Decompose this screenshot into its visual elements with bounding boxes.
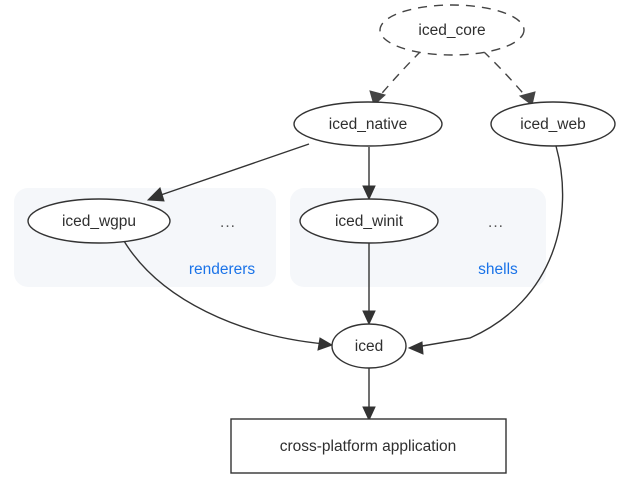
edge-iced-web-to-iced-arrowhead bbox=[407, 341, 424, 355]
node-iced-wgpu[interactable]: iced_wgpu bbox=[27, 198, 171, 244]
node-iced-core-shape[interactable] bbox=[379, 4, 525, 56]
node-iced-core-label: iced_core bbox=[418, 22, 485, 39]
edge-iced-native-to-iced-wgpu bbox=[146, 143, 310, 202]
edge-iced-core-to-iced-web-line bbox=[482, 50, 529, 100]
node-iced-winit[interactable]: iced_winit bbox=[299, 198, 439, 244]
edge-iced-core-to-iced-native bbox=[369, 50, 422, 106]
node-iced-native[interactable]: iced_native bbox=[293, 101, 443, 147]
node-iced-core[interactable]: iced_core bbox=[379, 4, 525, 56]
renderers-more-ellipsis: ... bbox=[220, 214, 236, 231]
edge-iced-native-to-iced-wgpu-arrowhead bbox=[146, 187, 165, 202]
node-iced-winit-shape[interactable] bbox=[299, 198, 439, 244]
node-cross-platform-application[interactable]: cross-platform application bbox=[230, 418, 507, 474]
node-iced-shape[interactable] bbox=[331, 323, 407, 369]
edge-iced-core-to-iced-web bbox=[482, 50, 536, 106]
edge-iced-wgpu-to-iced bbox=[123, 240, 334, 351]
node-iced-native-label: iced_native bbox=[329, 116, 407, 133]
cluster-shells-label: shells bbox=[478, 261, 518, 278]
edge-iced-winit-to-iced bbox=[362, 243, 376, 326]
node-iced-label: iced bbox=[355, 338, 383, 355]
edge-iced-winit-to-iced-arrowhead bbox=[362, 310, 376, 326]
shells-more-ellipsis: ... bbox=[488, 214, 504, 231]
edge-iced-to-application-arrowhead bbox=[362, 406, 376, 422]
cluster-renderers-label: renderers bbox=[189, 261, 256, 278]
edge-iced-web-to-iced bbox=[407, 145, 564, 355]
edge-iced-wgpu-to-iced-line bbox=[123, 240, 326, 345]
node-iced-wgpu-label: iced_wgpu bbox=[62, 213, 136, 230]
node-iced-native-shape[interactable] bbox=[293, 101, 443, 147]
edge-iced-native-to-iced-winit bbox=[362, 147, 376, 201]
edge-iced-wgpu-to-iced-arrowhead bbox=[317, 337, 334, 351]
edge-iced-to-application bbox=[362, 368, 376, 422]
edge-iced-core-to-iced-native-line bbox=[376, 50, 422, 100]
node-iced-web-label: iced_web bbox=[520, 116, 586, 133]
node-iced-winit-label: iced_winit bbox=[335, 213, 404, 230]
edge-iced-native-to-iced-wgpu-line bbox=[154, 143, 310, 198]
edge-iced-native-to-iced-winit-arrowhead bbox=[362, 185, 376, 201]
node-iced-web[interactable]: iced_web bbox=[490, 101, 616, 147]
node-cross-platform-application-shape[interactable] bbox=[230, 418, 507, 474]
node-cross-platform-application-label: cross-platform application bbox=[280, 438, 457, 455]
node-iced-web-shape[interactable] bbox=[490, 101, 616, 147]
node-iced-wgpu-shape[interactable] bbox=[27, 198, 171, 244]
edge-iced-core-to-iced-web-arrowhead bbox=[518, 91, 536, 106]
node-iced[interactable]: iced bbox=[331, 323, 407, 369]
edge-iced-web-to-iced-line bbox=[415, 145, 564, 348]
